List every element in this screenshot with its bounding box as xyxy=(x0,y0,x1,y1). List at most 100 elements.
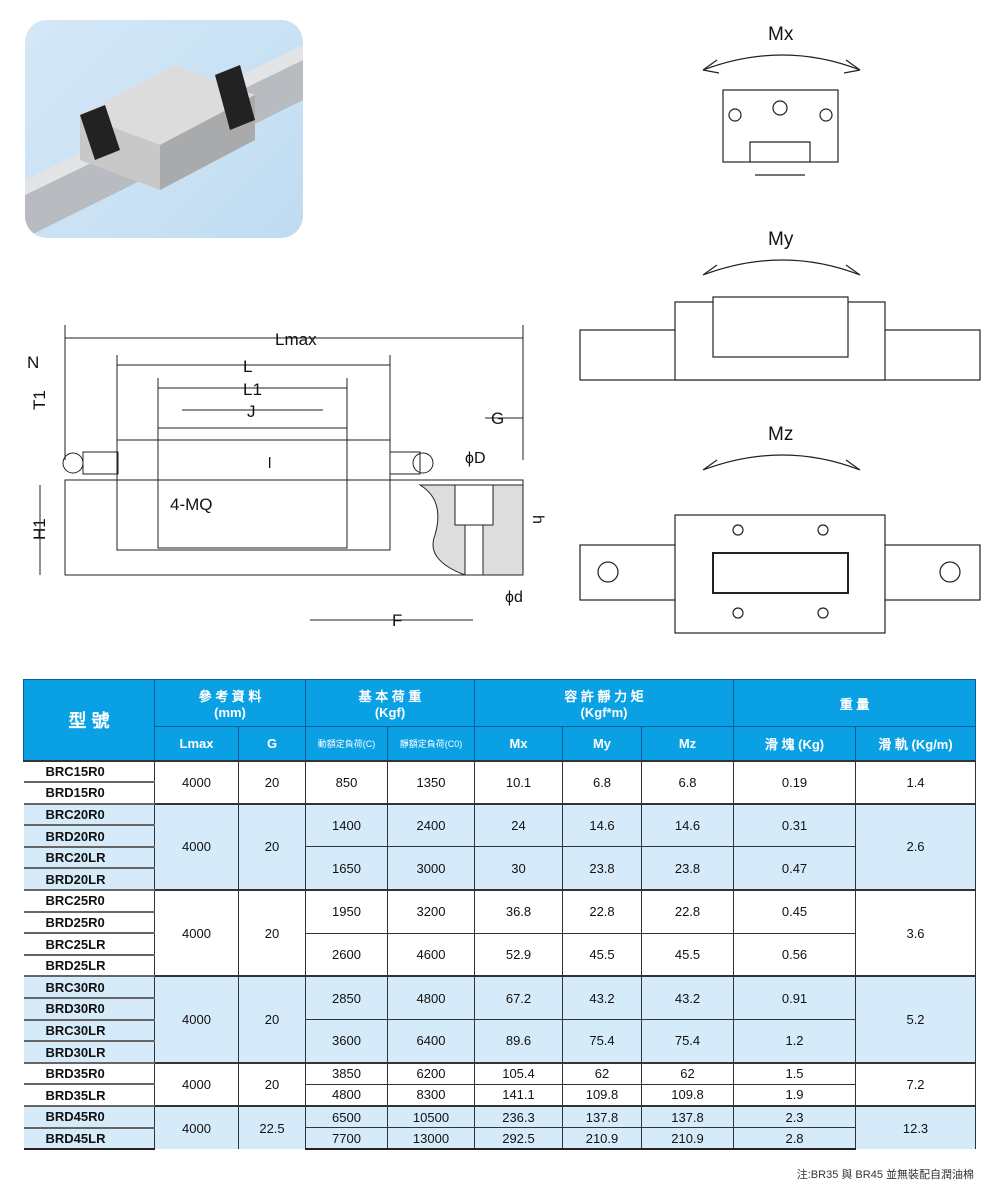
dim-l-small: l xyxy=(268,455,271,472)
c-cell: 850 xyxy=(305,759,388,804)
dim-lmax: Lmax xyxy=(275,330,317,349)
c0-cell: 10500 xyxy=(387,1105,475,1128)
model-name: BRC30R0 xyxy=(23,975,155,1000)
mz-cell: 22.8 xyxy=(640,889,735,934)
header-mz: Mz xyxy=(640,726,735,761)
table-row: BRD30R0 xyxy=(23,998,976,1021)
my-cell: 137.8 xyxy=(562,1105,642,1128)
my-cell: 43.2 xyxy=(562,975,642,1020)
c-cell: 6500 xyxy=(305,1105,388,1128)
dim-g: G xyxy=(491,409,504,428)
rail-weight-cell: 3.6 xyxy=(855,889,977,977)
my-cell: 75.4 xyxy=(562,1019,642,1063)
header-mx: Mx xyxy=(474,726,563,761)
dim-phi-d-large: ϕD xyxy=(465,450,486,467)
my-cell: 210.9 xyxy=(562,1127,642,1151)
rail-weight-cell: 5.2 xyxy=(855,975,977,1063)
mz-cell: 6.8 xyxy=(640,759,735,804)
header-lmax: Lmax xyxy=(154,726,239,761)
lmax-cell: 4000 xyxy=(154,1061,239,1106)
mx-cell: 89.6 xyxy=(474,1019,563,1063)
mx-cell: 30 xyxy=(474,846,563,891)
block-cell: 0.47 xyxy=(733,846,857,891)
rail-weight-cell: 12.3 xyxy=(855,1104,977,1150)
c-cell: 1950 xyxy=(305,889,388,934)
block-cell: 1.2 xyxy=(733,1019,857,1063)
model-name: BRC20LR xyxy=(23,846,155,870)
g-cell: 22.5 xyxy=(238,1104,306,1150)
c0-cell: 13000 xyxy=(387,1127,475,1151)
model-name: BRD25R0 xyxy=(23,911,155,935)
dim-t1: T1 xyxy=(30,390,49,410)
mz-cell: 45.5 xyxy=(640,932,735,977)
my-cell: 45.5 xyxy=(562,932,642,977)
g-cell: 20 xyxy=(238,975,306,1063)
block-cell: 0.45 xyxy=(733,889,857,934)
model-name: BRD35LR xyxy=(23,1084,155,1107)
c-cell: 3850 xyxy=(305,1061,388,1085)
mz-cell: 137.8 xyxy=(640,1105,735,1128)
header-load: 基 本 荷 重(Kgf) xyxy=(305,679,475,727)
header-rail: 滑 軌 (Kg/m) xyxy=(855,726,977,761)
c-cell: 2850 xyxy=(305,975,388,1020)
mx-cell: 10.1 xyxy=(474,759,563,804)
mx-cell: 24 xyxy=(474,802,563,847)
mz-cell: 14.6 xyxy=(640,802,735,847)
header-weight: 重 量 xyxy=(733,679,977,727)
rail-weight-cell: 7.2 xyxy=(855,1061,977,1106)
mz-cell: 23.8 xyxy=(640,846,735,891)
dim-4mq: 4-MQ xyxy=(170,495,213,514)
mz-cell: 43.2 xyxy=(640,975,735,1020)
block-cell: 2.8 xyxy=(733,1127,857,1151)
product-photo xyxy=(25,20,303,238)
c0-cell: 4600 xyxy=(387,932,475,977)
side-view-drawing: Lmax L L1 J N T1 H1 4-MQ l G ϕD h ϕd F xyxy=(27,325,545,630)
mz-diagram: Mz xyxy=(579,424,981,634)
my-cell: 22.8 xyxy=(562,889,642,934)
mx-cell: 105.4 xyxy=(474,1061,563,1085)
my-cell: 14.6 xyxy=(562,802,642,847)
mz-cell: 62 xyxy=(640,1061,735,1085)
mx-diagram: Mx xyxy=(702,24,861,176)
g-cell: 20 xyxy=(238,1061,306,1106)
linear-guide-image xyxy=(25,45,303,238)
block-cell: 2.3 xyxy=(733,1105,857,1128)
label-my: My xyxy=(768,229,794,250)
model-name: BRD20R0 xyxy=(23,825,155,848)
model-name: BRD30LR xyxy=(23,1041,155,1064)
dim-f: F xyxy=(392,611,402,630)
model-name: BRD25LR xyxy=(23,954,155,978)
my-diagram: My xyxy=(579,229,981,381)
header-c0: 靜額定負荷(C0) xyxy=(387,726,475,761)
label-mx: Mx xyxy=(768,24,794,45)
header-ref: 參 考 資 料(mm) xyxy=(154,679,306,727)
lmax-cell: 4000 xyxy=(154,1104,239,1150)
lmax-cell: 4000 xyxy=(154,975,239,1063)
header-block: 滑 塊 (Kg) xyxy=(733,726,857,761)
moment-diagrams: Mx My Mz xyxy=(579,24,981,634)
label-mz: Mz xyxy=(768,424,793,445)
model-name: BRD45R0 xyxy=(23,1105,155,1129)
model-name: BRC30LR xyxy=(23,1019,155,1043)
dim-l: L xyxy=(243,357,252,376)
dim-l1: L1 xyxy=(243,380,262,399)
model-name: BRD20LR xyxy=(23,868,155,892)
c0-cell: 8300 xyxy=(387,1083,475,1106)
block-cell: 0.31 xyxy=(733,802,857,847)
c-cell: 1650 xyxy=(305,846,388,891)
model-name: BRC15R0 xyxy=(23,759,155,784)
mz-cell: 210.9 xyxy=(640,1127,735,1151)
block-cell: 1.5 xyxy=(733,1061,857,1085)
block-cell: 0.19 xyxy=(733,759,857,804)
table-row: BRD20LR xyxy=(23,868,976,892)
lmax-cell: 4000 xyxy=(154,759,239,804)
my-cell: 109.8 xyxy=(562,1083,642,1106)
model-name: BRC25R0 xyxy=(23,889,155,913)
model-name: BRD15R0 xyxy=(23,782,155,805)
mx-cell: 292.5 xyxy=(474,1127,563,1151)
